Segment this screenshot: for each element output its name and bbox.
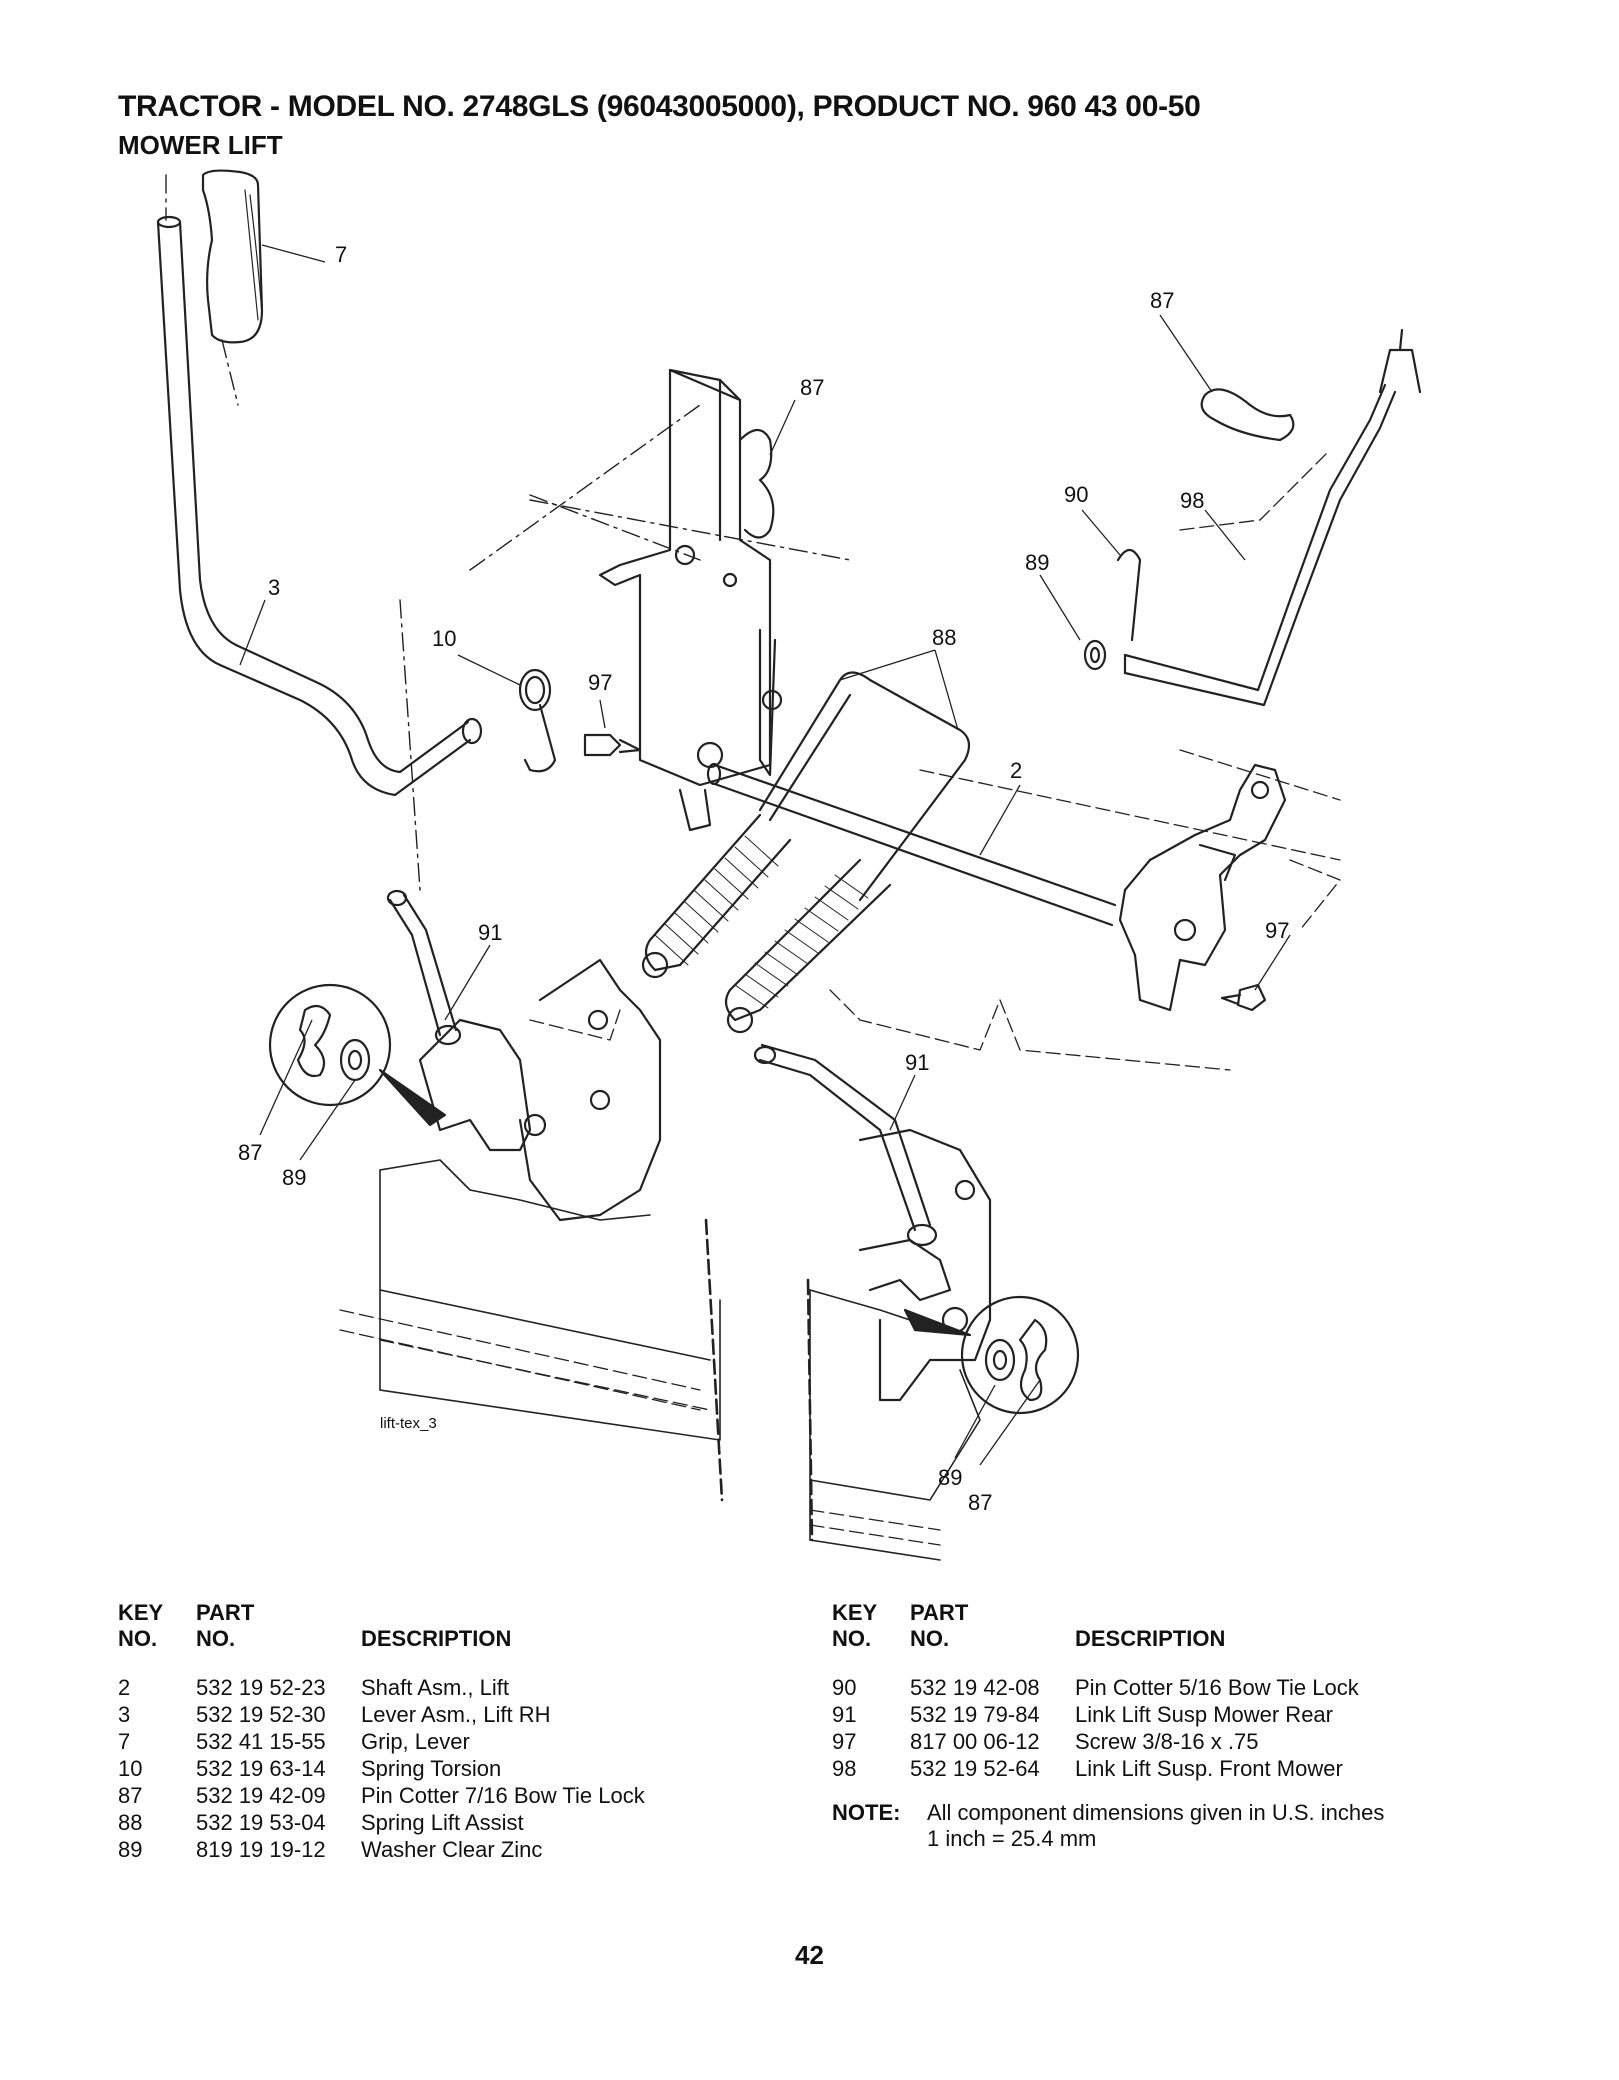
spring-hook-wire [758,671,971,902]
parts-cell-key: 87 [118,1783,143,1808]
callout-97-left: 97 [588,670,612,695]
parts-cell-desc: Pin Cotter 5/16 Bow Tie Lock [1075,1675,1359,1700]
rear-link-left [386,889,462,1046]
parts-row: 97 817 00 06-12 Screw 3/8-16 x .75 [832,1728,1532,1755]
callout-98: 98 [1180,488,1204,513]
parts-cell-key: 3 [118,1702,131,1727]
parts-cell-part: 532 19 79-84 [910,1702,1040,1727]
page-number: 42 [795,1940,824,1970]
parts-cell-part: 817 00 06-12 [910,1729,1040,1754]
front-link [1123,328,1422,707]
lift-lever [156,215,483,797]
dimensions-note: NOTE: All component dimensions given in … [832,1800,1385,1851]
frame-bracket [598,368,783,832]
parts-cell-key: 2 [118,1675,131,1700]
parts-row: 87 532 19 42-09 Pin Cotter 7/16 Bow Tie Lo… [118,1782,758,1809]
spring-coils [654,835,869,1009]
parts-cell-desc: Washer Clear Zinc [361,1837,543,1862]
callout-87-top: 87 [800,375,824,400]
rear-link-right [753,1043,938,1247]
parts-rows-left: 2 532 19 52-23 Shaft Asm., Lift 3 532 19 52-… [118,1674,758,1863]
parts-cell-part: 532 41 15-55 [196,1729,326,1754]
parts-cell-key: 97 [832,1729,857,1754]
callout-97-right: 97 [1265,918,1289,943]
parts-cell-key: 91 [832,1702,857,1727]
parts-cell-part: 532 19 63-14 [196,1756,326,1781]
parts-cell-key: 89 [118,1837,143,1862]
callout-91-right: 91 [905,1050,929,1075]
parts-cell-part: 532 19 53-04 [196,1810,326,1835]
screw-left [583,733,642,757]
parts-cell-key: 90 [832,1675,857,1700]
section-title: MOWER LIFT [118,130,283,160]
callout-89-detail-left: 89 [282,1165,306,1190]
parts-row: 10 532 19 63-14 Spring Torsion [118,1755,758,1782]
parts-cell-part: 819 19 19-12 [196,1837,326,1862]
parts-row: 90 532 19 42-08 Pin Cotter 5/16 Bow Tie Lo… [832,1674,1532,1701]
parts-row: 89 819 19 19-12 Washer Clear Zinc [118,1836,758,1863]
parts-row: 91 532 19 79-84 Link Lift Susp Mower Rear [832,1701,1532,1728]
bow-tie-pins [738,388,1295,539]
pin-washer-front [1083,548,1142,671]
parts-cell-part: 532 19 42-09 [196,1783,326,1808]
callout-labels: 7 87 87 90 98 89 3 10 97 88 2 97 91 87 8… [238,242,1289,1515]
screw-right [1220,983,1267,1012]
assist-springs [641,813,892,1034]
parts-cell-desc: Screw 3/8-16 x .75 [1075,1729,1259,1754]
callout-88: 88 [932,625,956,650]
parts-cell-part: 532 19 52-23 [196,1675,326,1700]
parts-row: 2 532 19 52-23 Shaft Asm., Lift [118,1674,758,1701]
right-lift-arm [1118,763,1287,1012]
parts-row: 88 532 19 53-04 Spring Lift Assist [118,1809,758,1836]
parts-row: 98 532 19 52-64 Link Lift Susp. Front Mowe… [832,1755,1532,1782]
lever-grip [201,169,264,344]
parts-cell-key: 98 [832,1756,857,1781]
callout-89-detail-right: 89 [938,1465,962,1490]
torsion-spring [518,668,557,773]
callout-89-front: 89 [1025,550,1049,575]
parts-cell-desc: Spring Lift Assist [361,1810,524,1835]
page-title: TRACTOR - MODEL NO. 2748GLS (96043005000… [118,90,1201,123]
parts-cell-part: 532 19 52-64 [910,1756,1040,1781]
parts-cell-key: 88 [118,1810,143,1835]
parts-cell-desc: Lever Asm., Lift RH [361,1702,551,1727]
parts-row: 7 532 41 15-55 Grip, Lever [118,1728,758,1755]
parts-cell-desc: Pin Cotter 7/16 Bow Tie Lock [361,1783,645,1808]
parts-cell-desc: Grip, Lever [361,1729,470,1754]
parts-cell-part: 532 19 42-08 [910,1675,1040,1700]
parts-cell-part: 532 19 52-30 [196,1702,326,1727]
parts-cell-desc: Link Lift Susp Mower Rear [1075,1702,1333,1727]
callout-87-right: 87 [1150,288,1174,313]
parts-rows-right: 90 532 19 42-08 Pin Cotter 5/16 Bow Tie Lo… [832,1674,1532,1782]
callout-3: 3 [268,575,280,600]
callout-10: 10 [432,626,456,651]
drawing-code: lift-tex_3 [380,1415,437,1432]
callout-87-detail-left: 87 [238,1140,262,1165]
parts-cell-desc: Spring Torsion [361,1756,502,1781]
mower-bracket-right [858,1128,992,1402]
parts-row: 3 532 19 52-30 Lever Asm., Lift RH [118,1701,758,1728]
parts-cell-key: 7 [118,1729,131,1754]
parts-cell-desc: Link Lift Susp. Front Mower [1075,1756,1343,1781]
callout-91-left: 91 [478,920,502,945]
detail-circle-right [903,1295,1080,1415]
callout-87-detail-right: 87 [968,1490,992,1515]
callout-7: 7 [335,242,347,267]
detail-circle-left [268,983,447,1127]
parts-cell-key: 10 [118,1756,143,1781]
mower-bracket-left [418,958,662,1222]
callout-2: 2 [1010,758,1022,783]
lift-shaft [706,762,1117,927]
mower-deck-left [379,1159,721,1441]
callout-90: 90 [1064,482,1088,507]
parts-cell-desc: Shaft Asm., Lift [361,1675,509,1700]
